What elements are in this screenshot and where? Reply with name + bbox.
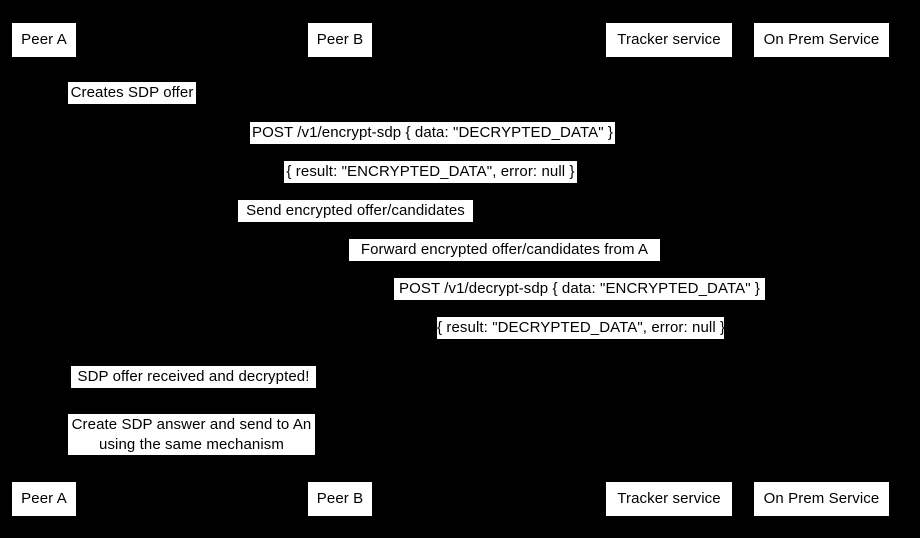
participant-header-peer-b[interactable]: Peer B — [307, 22, 373, 58]
participant-header-peer-a[interactable]: Peer A — [11, 22, 77, 58]
lifeline-tracker-service — [669, 58, 670, 481]
message-label-creates-sdp-offer: Creates SDP offer — [68, 82, 196, 104]
arrow-forward-encrypted-offer — [340, 263, 669, 264]
arrow-encrypt-sdp-result — [44, 185, 821, 186]
message-label-send-encrypted-offer: Send encrypted offer/candidates — [238, 200, 473, 222]
participant-footer-on-prem-service[interactable]: On Prem Service — [753, 481, 890, 517]
message-label-decrypt-sdp-result: { result: "DECRYPTED_DATA", error: null … — [437, 317, 724, 339]
arrow-sdp-offer-received — [44, 390, 340, 391]
message-label-sdp-offer-received: SDP offer received and decrypted! — [71, 366, 316, 388]
arrow-decrypt-sdp-result — [340, 341, 821, 342]
message-label-create-sdp-answer: Create SDP answer and send to An using t… — [68, 414, 315, 455]
participant-header-on-prem-service[interactable]: On Prem Service — [753, 22, 890, 58]
lifeline-peer-a — [44, 58, 45, 481]
lifeline-peer-b — [340, 58, 341, 481]
message-label-encrypt-sdp-result: { result: "ENCRYPTED_DATA", error: null … — [284, 161, 577, 183]
arrow-post-decrypt-sdp — [340, 302, 821, 303]
message-label-forward-encrypted-offer: Forward encrypted offer/candidates from … — [349, 239, 660, 261]
arrow-send-encrypted-offer — [44, 224, 669, 225]
participant-header-tracker-service[interactable]: Tracker service — [605, 22, 733, 58]
message-label-post-decrypt-sdp: POST /v1/decrypt-sdp { data: "ENCRYPTED_… — [394, 278, 765, 300]
message-label-post-encrypt-sdp: POST /v1/encrypt-sdp { data: "DECRYPTED_… — [250, 122, 615, 144]
arrow-post-encrypt-sdp — [44, 146, 821, 147]
lifeline-on-prem-service — [821, 58, 822, 481]
participant-footer-peer-b[interactable]: Peer B — [307, 481, 373, 517]
participant-footer-tracker-service[interactable]: Tracker service — [605, 481, 733, 517]
participant-footer-peer-a[interactable]: Peer A — [11, 481, 77, 517]
